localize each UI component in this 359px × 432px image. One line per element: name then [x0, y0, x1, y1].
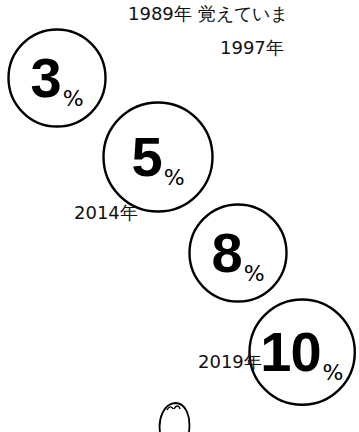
percent-sign: %	[164, 167, 185, 189]
percent-sign: %	[63, 88, 84, 110]
head-outline	[160, 403, 190, 432]
rate-number: 5	[131, 129, 161, 185]
percent-circle: 10%	[248, 298, 356, 406]
percent-circle: 5%	[102, 101, 214, 213]
percent-circle: 8%	[188, 203, 288, 303]
year-label: 1989年 覚えていま	[128, 4, 288, 24]
rate-number: 3	[30, 50, 60, 106]
percent-sign: %	[323, 362, 344, 384]
hair-stroke	[167, 406, 180, 410]
rate-number: 8	[211, 225, 241, 281]
percent-sign: %	[244, 263, 265, 285]
year-label: 1997年	[220, 38, 284, 58]
rate-number: 10	[260, 324, 320, 380]
percent-circle: 3%	[7, 28, 107, 128]
year-label: 2019年	[198, 352, 262, 372]
year-label: 2014年	[74, 203, 138, 223]
